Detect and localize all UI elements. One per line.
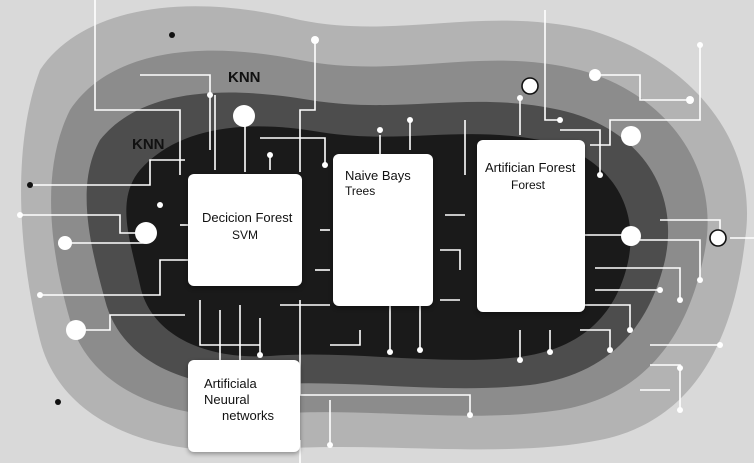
wire-group [20, 0, 754, 463]
artificial-forest-title: Artifician Forest [485, 160, 576, 175]
neural-card-line1: Artificiala [204, 376, 257, 391]
ring-node-group [521, 77, 727, 247]
naive-bayes-card: Naive Bays Trees [333, 154, 433, 306]
decision-card-title: Decicion Forest [202, 210, 293, 225]
neural-networks-card: Artificiala Neuural networks [188, 360, 300, 452]
naive-card-title: Naive Bays [345, 168, 411, 183]
artificial-forest-subtitle: Forest [511, 178, 546, 192]
knn-label-left: KNN [132, 136, 165, 153]
decision-card-subtitle: SVM [232, 228, 259, 242]
neural-card-line3: networks [222, 408, 275, 423]
artificial-forest-card: Artifician Forest Forest [477, 140, 585, 312]
decision-forest-card: Decicion Forest SVM [188, 174, 302, 286]
neural-card-line2: Neuural [204, 392, 250, 407]
naive-card-subtitle: Trees [345, 184, 376, 198]
knn-label-top: KNN [228, 69, 261, 86]
node-group [17, 36, 723, 448]
